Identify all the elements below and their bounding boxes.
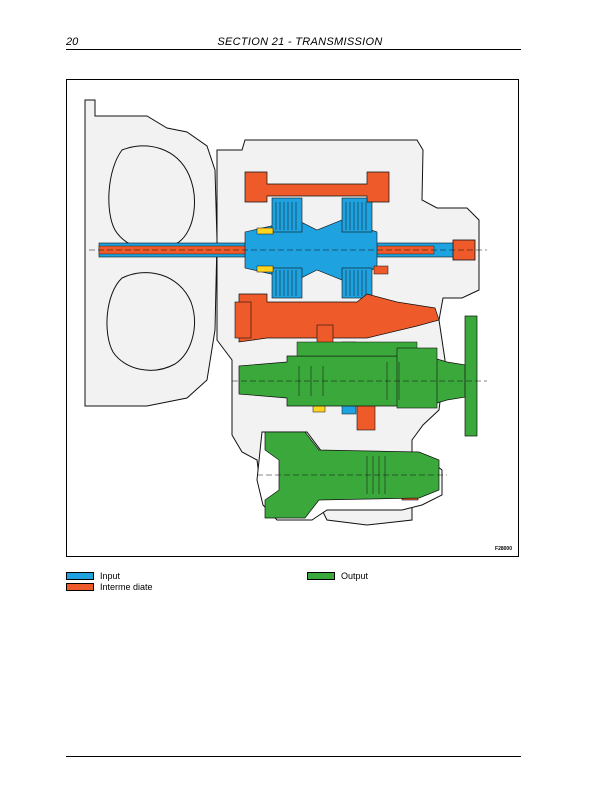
clutch-pack-upper-right xyxy=(341,197,373,233)
yellow-ring-lower xyxy=(256,265,274,273)
orange-bushing xyxy=(373,265,389,275)
yellow-ring-upper xyxy=(256,227,274,235)
clutch-pack-upper-left xyxy=(271,197,303,233)
figure-code: F28000 xyxy=(495,546,512,552)
section-title: SECTION 21 - TRANSMISSION xyxy=(217,36,383,48)
intermediate-collar xyxy=(234,301,252,339)
intermediate-swatch xyxy=(66,582,94,591)
page-number: 20 xyxy=(66,36,79,48)
transmission-drawing xyxy=(84,99,487,526)
clutch-pack-lower-left xyxy=(271,267,303,299)
converter-upper-lobe xyxy=(108,145,195,251)
legend-item-intermediate: Interme diate xyxy=(66,581,153,592)
legend-item-output: Output xyxy=(307,570,368,581)
transmission-cross-section-figure: F28000 xyxy=(66,79,519,557)
legend-label-output: Output xyxy=(341,570,369,581)
output-swatch xyxy=(307,571,335,580)
clutch-pack-lower-right xyxy=(341,267,373,299)
intermediate-shaft xyxy=(238,293,440,343)
header-rule xyxy=(66,49,521,51)
legend-item-input: Input xyxy=(66,570,153,581)
converter-lower-lobe xyxy=(106,272,195,371)
legend-label-input: Input xyxy=(100,570,121,581)
output-yoke xyxy=(396,347,438,409)
intermediate-drum-upper xyxy=(244,171,390,203)
input-swatch xyxy=(66,571,94,580)
legend-label-intermediate: Interme diate xyxy=(100,581,153,592)
footer-rule xyxy=(66,756,521,758)
output-flange-vertical xyxy=(464,315,478,437)
legend-left: Input Interme diate xyxy=(66,570,153,592)
legend-right: Output xyxy=(307,570,368,581)
